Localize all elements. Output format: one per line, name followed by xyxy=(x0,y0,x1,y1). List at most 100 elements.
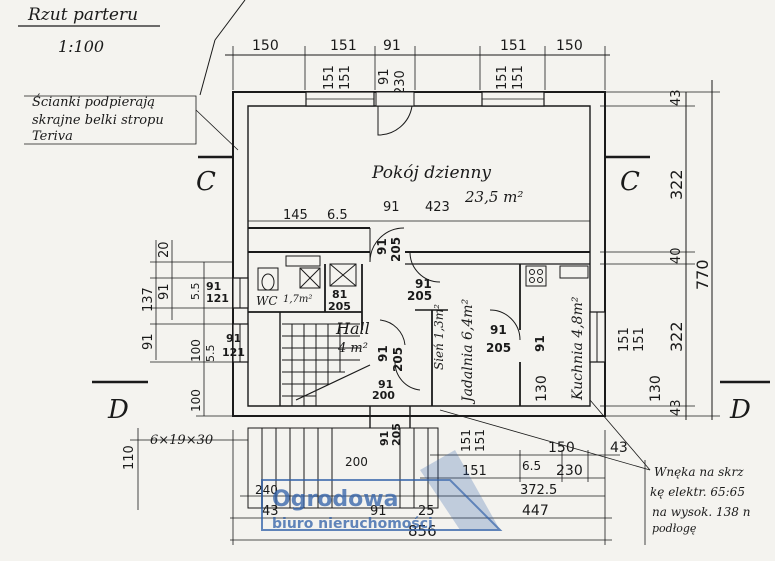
dim-right-1: 43 xyxy=(669,89,684,106)
room-hall-name: Hall xyxy=(335,319,370,338)
room-living-name: Pokój dzienny xyxy=(371,163,491,183)
dim-bottom-150: 150 xyxy=(548,440,575,456)
dim-int-2: 6.5 xyxy=(327,208,348,223)
room-wc-area: 1,7m² xyxy=(283,294,312,305)
dim-left-137: 137 xyxy=(141,287,156,312)
watermark-brand: Ogrodowa xyxy=(272,487,398,512)
dim-top-5: 150 xyxy=(556,38,583,54)
plan-scale: 1:100 xyxy=(58,37,104,56)
dim-left-5-5a: 5.5 xyxy=(189,283,202,301)
living-door-swing xyxy=(370,228,404,262)
dim-bottom-91: 91 xyxy=(370,504,387,519)
left-windows xyxy=(233,278,248,362)
dim-bottom-447: 447 xyxy=(522,503,549,519)
dim-top-3: 91 xyxy=(383,38,401,54)
dim-bottom-25: 25 xyxy=(418,504,435,519)
dim-left-5-5b: 5.5 xyxy=(204,345,217,363)
dim-bottom-230: 230 xyxy=(556,463,583,479)
dim-entry-b: 200 xyxy=(372,389,395,402)
dim-top-door-1: 91 xyxy=(377,68,392,85)
niche-note-4: podłogę xyxy=(652,522,697,535)
dim-int-1: 145 xyxy=(283,208,308,223)
dim-leftwin-1: 91 xyxy=(206,280,221,293)
dim-bottom-372-5: 372.5 xyxy=(520,483,557,498)
dim-leftwin-4: 121 xyxy=(222,346,245,359)
dim-right-window-1: 151 xyxy=(617,327,632,352)
dim-right-2: 322 xyxy=(667,169,686,200)
section-d-right: D xyxy=(729,395,751,425)
dim-right-total: 770 xyxy=(693,259,712,290)
room-wc-name: WC xyxy=(256,294,278,308)
dim-dining-door-b: 205 xyxy=(486,341,511,355)
room-pantry-name: Sień 1,3m² xyxy=(432,304,446,370)
dim-left-91b: 91 xyxy=(157,283,172,300)
dim-right-4: 322 xyxy=(667,321,686,352)
dim-door3-b: 205 xyxy=(328,300,351,313)
section-d-left: D xyxy=(107,395,129,425)
dim-leftwin-2: 121 xyxy=(206,292,229,305)
dim-hall-door-a: 91 xyxy=(376,345,390,362)
dim-left-91a: 91 xyxy=(141,333,156,350)
dim-bottom-240: 240 xyxy=(255,483,278,497)
dim-door2-b: 205 xyxy=(407,289,432,303)
dim-door1-b: 205 xyxy=(389,237,403,262)
dim-int-4: 423 xyxy=(425,200,450,215)
plan-title: Rzut parteru xyxy=(27,5,138,25)
note-line-1: Ścianki podpierają xyxy=(32,93,155,110)
balcony-door-swing xyxy=(378,106,412,135)
right-dimension-chain xyxy=(600,80,720,420)
watermark-sub: biuro nieruchomości xyxy=(272,516,433,532)
dim-stairs-110: 110 xyxy=(122,445,137,470)
dim-door1-a: 91 xyxy=(375,238,389,255)
dim-bottom-win-1: 151 xyxy=(459,429,473,452)
dim-left-100a: 100 xyxy=(189,339,203,362)
dim-bottom-151: 151 xyxy=(462,464,487,479)
dim-top-window-b-2: 151 xyxy=(511,65,526,90)
staircase xyxy=(282,324,370,406)
dim-top-4: 151 xyxy=(500,38,527,54)
dim-bottom-43b: 43 xyxy=(262,504,279,519)
room-hall-area: 4 m² xyxy=(337,341,368,356)
duct-box xyxy=(330,264,356,286)
dim-door3-a: 81 xyxy=(332,288,347,301)
bottom-dimension-chains xyxy=(230,430,620,545)
dim-top-window-a-2: 151 xyxy=(338,65,353,90)
dim-right-5: 130 xyxy=(648,375,664,402)
right-window xyxy=(590,312,605,362)
dim-top-window-b-1: 151 xyxy=(495,65,510,90)
dim-hall-door-b: 205 xyxy=(391,347,405,372)
dim-kitchen-130: 130 xyxy=(534,375,550,402)
niche-note-1: Wnęka na skrz xyxy=(654,465,744,479)
dim-left-100b: 100 xyxy=(189,389,203,412)
section-c-left: C xyxy=(196,167,216,197)
dim-dining-door-a: 91 xyxy=(490,323,507,337)
niche-note-2: kę elektr. 65:65 xyxy=(650,485,745,499)
dim-entry2-b: 205 xyxy=(390,423,403,446)
wc-fixtures xyxy=(258,256,320,291)
dim-bottom-6-5: 6.5 xyxy=(522,459,541,473)
dim-top-window-a-1: 151 xyxy=(322,65,337,90)
stairs-spec: 6×19×30 xyxy=(150,433,213,448)
left-dimension-chain xyxy=(150,240,232,416)
dim-bottom-200: 200 xyxy=(345,455,368,469)
dim-left-20: 20 xyxy=(157,241,172,258)
interior-partitions xyxy=(248,228,590,428)
dim-top-1: 150 xyxy=(252,38,279,54)
watermark-logo: Ogrodowa biuro nieruchomości xyxy=(262,450,500,532)
room-living-area: 23,5 m² xyxy=(464,188,523,206)
dim-leftwin-3: 91 xyxy=(226,332,241,345)
room-kitchen-name: Kuchnia 4,8m² xyxy=(570,296,586,401)
note-line-3: Teriva xyxy=(32,129,73,144)
dim-entry-a: 91 xyxy=(378,378,393,391)
dim-kitchen-door: 91 xyxy=(533,335,547,352)
niche-note-3: na wysok. 138 n xyxy=(652,505,750,519)
top-dimension-chain: 150 151 91 151 150 xyxy=(225,38,610,90)
kitchen-fixtures xyxy=(526,266,588,286)
section-c-right: C xyxy=(620,167,640,197)
dim-entry2-a: 91 xyxy=(378,431,391,446)
dim-int-3: 91 xyxy=(383,200,400,215)
dim-bottom-43a: 43 xyxy=(610,440,628,456)
dim-top-door-2: 230 xyxy=(393,70,408,95)
dim-right-6: 43 xyxy=(669,399,684,416)
